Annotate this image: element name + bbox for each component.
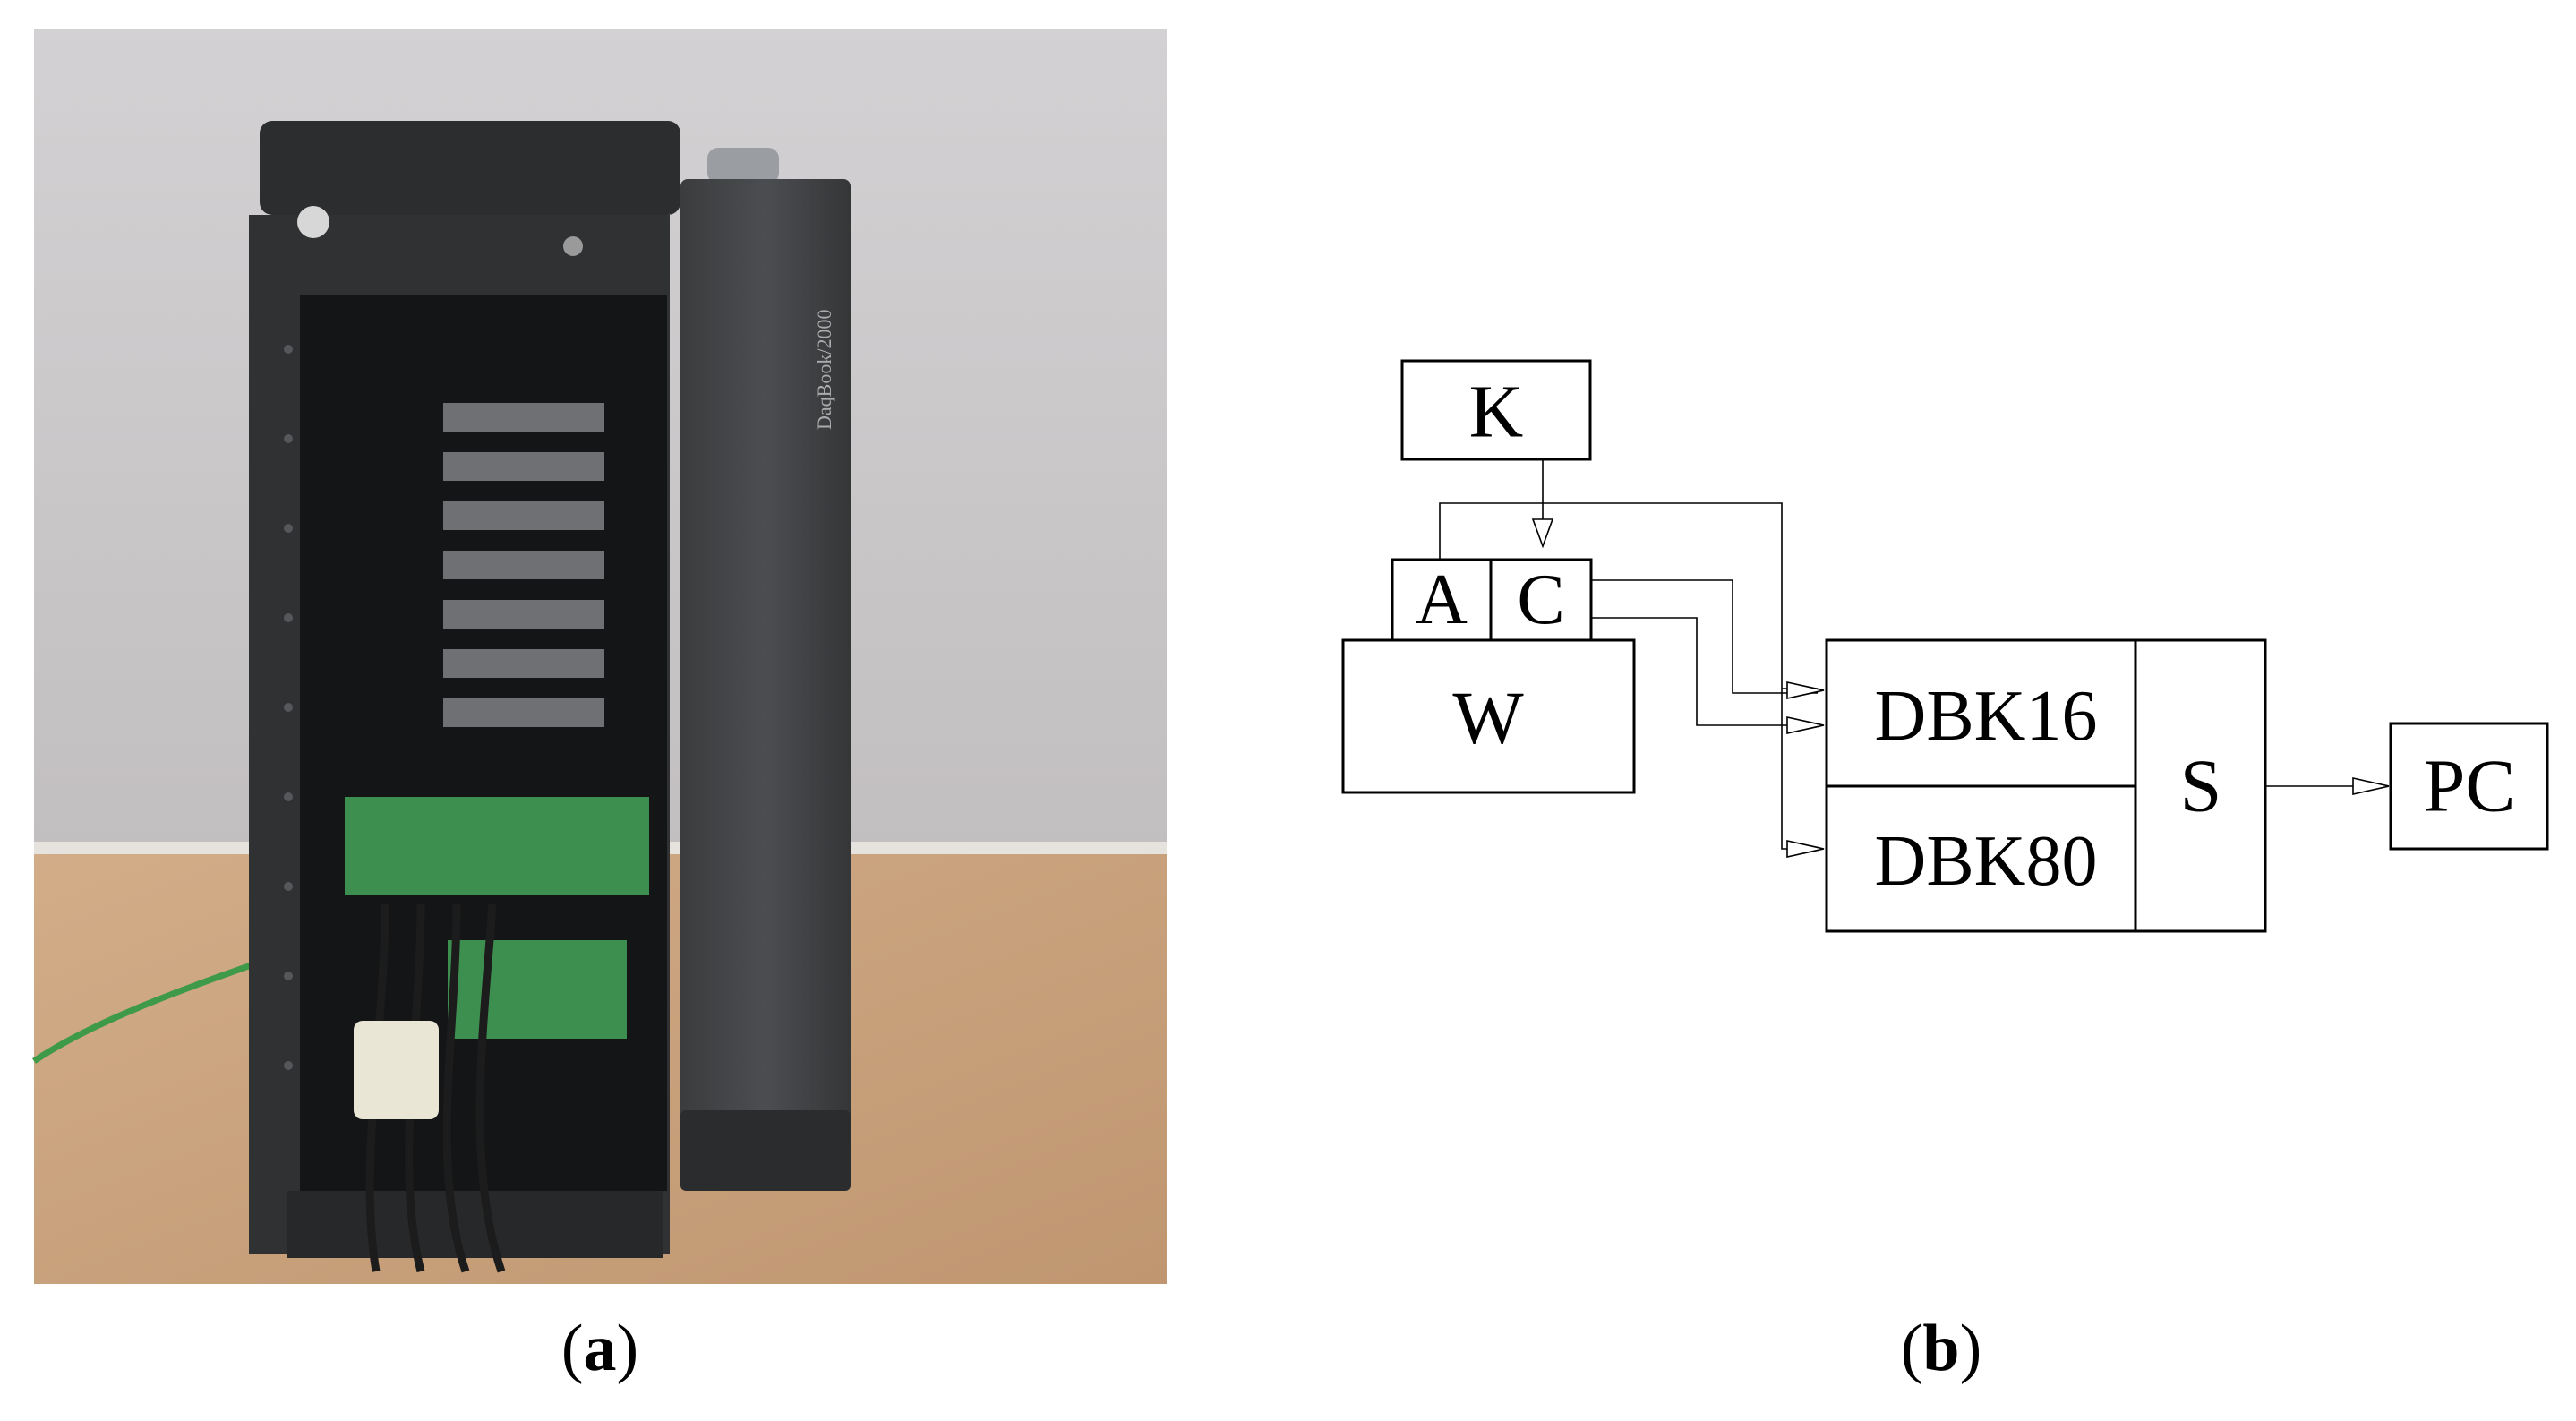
connector-stack xyxy=(443,403,604,727)
block-c-label: C xyxy=(1517,561,1564,639)
block-k: K xyxy=(1400,359,1592,461)
block-a: A xyxy=(1391,558,1493,642)
block-diagram: K A C W DBK16 DBK80 S PC xyxy=(1341,359,2549,933)
caption-a-open: ( xyxy=(561,1312,584,1385)
chassis-edge-holes xyxy=(284,345,293,1070)
arrowhead-pc xyxy=(2352,777,2390,795)
caption-b-close: ) xyxy=(1960,1312,1982,1385)
block-w-label: W xyxy=(1452,677,1524,760)
caption-b-open: ( xyxy=(1901,1312,1923,1385)
caption-a: (a) xyxy=(561,1312,638,1385)
block-dbk16-label: DBK16 xyxy=(1875,677,2098,756)
thumb-screw xyxy=(297,206,329,238)
block-c: C xyxy=(1489,558,1593,642)
device-front-marks xyxy=(563,236,583,256)
device-handle xyxy=(707,148,779,184)
wire-c-upper-to-dbk16 xyxy=(1591,579,1818,694)
diagram-arrowheads xyxy=(1531,518,2390,858)
side-unit-foot xyxy=(680,1110,851,1191)
block-dbk80: DBK80 xyxy=(1825,784,2137,933)
device-bottom-foot xyxy=(287,1191,663,1258)
arrowhead-dbk16-a xyxy=(1786,681,1825,699)
block-dbk16: DBK16 xyxy=(1825,638,2137,788)
caption-a-letter: a xyxy=(584,1312,617,1385)
block-pc: PC xyxy=(2389,722,2549,851)
caption-b-letter: b xyxy=(1922,1312,1959,1385)
caption-a-close: ) xyxy=(617,1312,639,1385)
wire-c-lower-to-dbk xyxy=(1591,617,1818,726)
photo-panel: DaqBook/2000 xyxy=(32,29,1167,1284)
device-model-label: DaqBook/2000 xyxy=(813,310,835,430)
device-top-cap xyxy=(260,121,680,215)
cable-connector-plug xyxy=(354,1021,439,1119)
block-pc-label: PC xyxy=(2424,745,2516,828)
arrowhead-dbk16-b xyxy=(1786,716,1825,734)
arrowhead-c xyxy=(1531,518,1554,549)
block-dbk80-label: DBK80 xyxy=(1875,822,2098,901)
side-unit xyxy=(680,179,851,1191)
block-s: S xyxy=(2134,638,2267,933)
block-a-label: A xyxy=(1416,561,1468,639)
arrowhead-dbk80 xyxy=(1786,840,1825,858)
block-w: W xyxy=(1341,638,1636,794)
wire-to-dbk80 xyxy=(1781,689,1818,850)
pcb-board-lower xyxy=(448,940,627,1039)
pcb-board-upper xyxy=(345,797,649,895)
block-s-label: S xyxy=(2180,745,2222,828)
caption-b: (b) xyxy=(1901,1312,1981,1385)
block-k-label: K xyxy=(1469,371,1524,454)
